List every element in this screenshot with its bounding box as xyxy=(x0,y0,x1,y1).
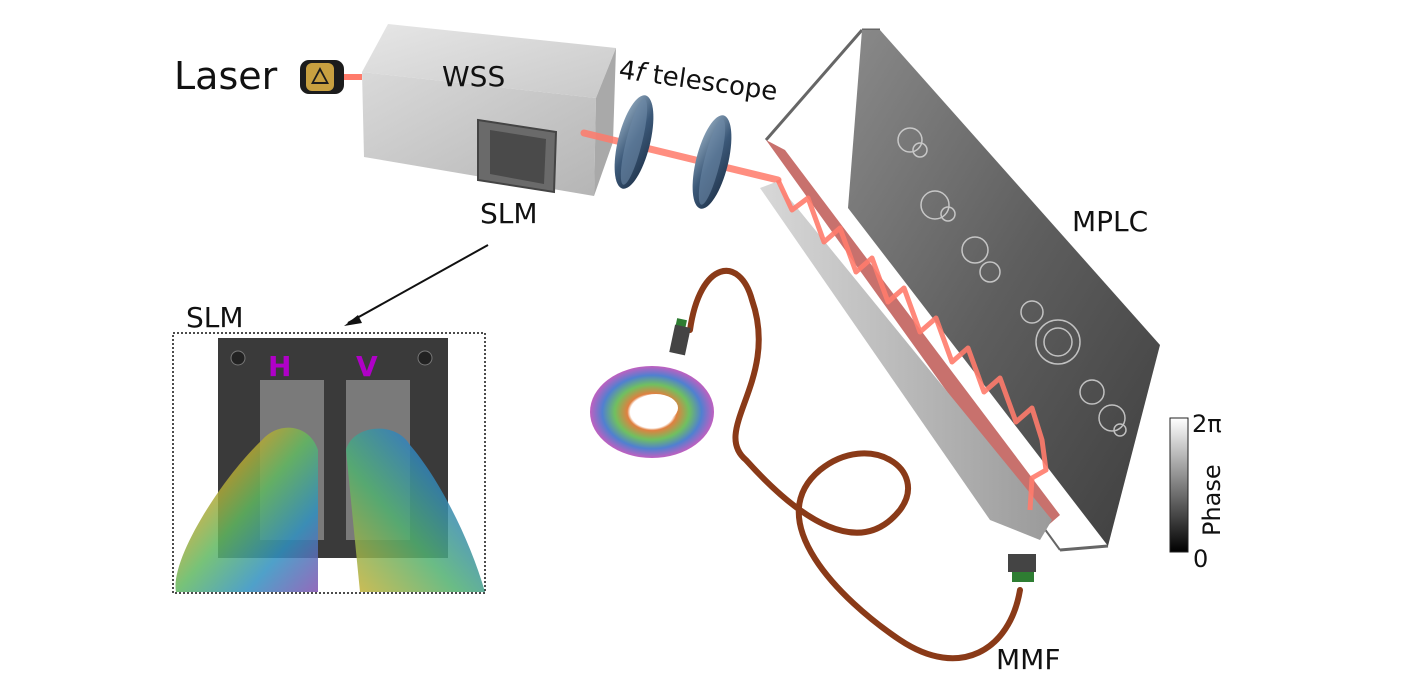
mplc-front-mirror xyxy=(760,182,1052,540)
phase-colorbar xyxy=(1169,417,1189,553)
laser-label: Laser xyxy=(174,54,278,98)
laser-icon xyxy=(300,60,344,94)
phase-donut-icon xyxy=(590,366,714,458)
colorbar-title: Phase xyxy=(1198,464,1226,536)
slm-inset-frame xyxy=(172,332,486,594)
colorbar-min-label: 0 xyxy=(1193,545,1208,573)
slm-chip-icon xyxy=(477,118,558,194)
beam-to-telescope xyxy=(580,129,782,184)
colorbar-max-label: 2π xyxy=(1192,410,1222,438)
slm-callout-arrowhead xyxy=(344,315,362,326)
slm-beam-v xyxy=(346,428,485,592)
mplc-label: MPLC xyxy=(1072,205,1148,238)
slm-callout-arrow xyxy=(347,244,489,324)
mplc-back-mirror xyxy=(766,140,1060,528)
wss-label: WSS xyxy=(442,60,505,93)
mplc-phase-plate xyxy=(848,30,1160,546)
mplc-zigzag-beam xyxy=(775,178,1049,511)
fiber-connector-icon xyxy=(1008,554,1036,582)
slm-label: SLM xyxy=(480,197,538,230)
lens-icon xyxy=(614,95,654,189)
mmf-label: MMF xyxy=(996,643,1060,676)
lens-icon xyxy=(692,115,732,209)
mplc-phase-patterns xyxy=(897,127,1127,437)
polarization-h-label: H xyxy=(268,350,291,383)
slm-beam-h xyxy=(175,427,318,592)
polarization-v-label: V xyxy=(356,350,378,383)
fiber-connector-icon xyxy=(669,318,691,356)
mmf-fiber xyxy=(687,268,1023,662)
slm-inset-label: SLM xyxy=(186,301,244,334)
